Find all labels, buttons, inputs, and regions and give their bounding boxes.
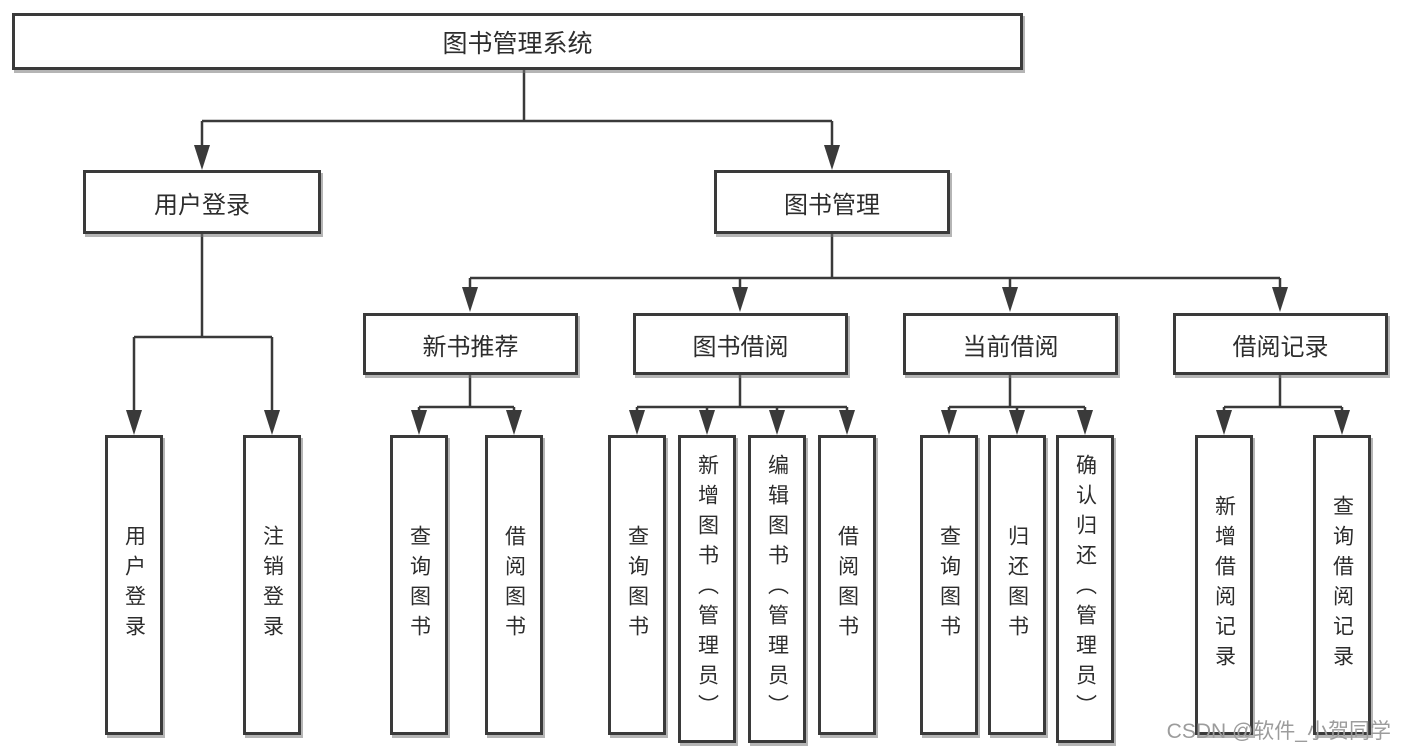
- leaf-borrow-books-recommend: 借阅图书: [485, 435, 543, 735]
- leaf-logout-login: 注销登录: [243, 435, 301, 735]
- leaf-edit-books-admin: 编辑图书（管理员）: [748, 435, 806, 743]
- csdn-watermark: CSDN @软件_小贺同学: [1166, 720, 1391, 743]
- node-user-login: 用户登录: [83, 170, 321, 234]
- leaf-query-borrow-record: 查询借阅记录: [1313, 435, 1371, 735]
- leaf-confirm-return-admin: 确认归还（管理员）: [1056, 435, 1114, 743]
- leaf-add-borrow-record: 新增借阅记录: [1195, 435, 1253, 735]
- node-borrowing-records: 借阅记录: [1173, 313, 1388, 375]
- leaf-query-books-borrowing: 查询图书: [608, 435, 666, 735]
- leaf-query-books-current: 查询图书: [920, 435, 978, 735]
- node-book-management: 图书管理: [714, 170, 950, 234]
- leaf-add-books-admin: 新增图书（管理员）: [678, 435, 736, 743]
- node-library-management-system: 图书管理系统: [12, 13, 1023, 70]
- leaf-query-books-recommend: 查询图书: [390, 435, 448, 735]
- leaf-user-login: 用户登录: [105, 435, 163, 735]
- leaf-borrow-books-borrowing: 借阅图书: [818, 435, 876, 735]
- node-current-borrowing: 当前借阅: [903, 313, 1118, 375]
- leaf-return-books: 归还图书: [988, 435, 1046, 735]
- node-new-book-recommend: 新书推荐: [363, 313, 578, 375]
- node-book-borrowing: 图书借阅: [633, 313, 848, 375]
